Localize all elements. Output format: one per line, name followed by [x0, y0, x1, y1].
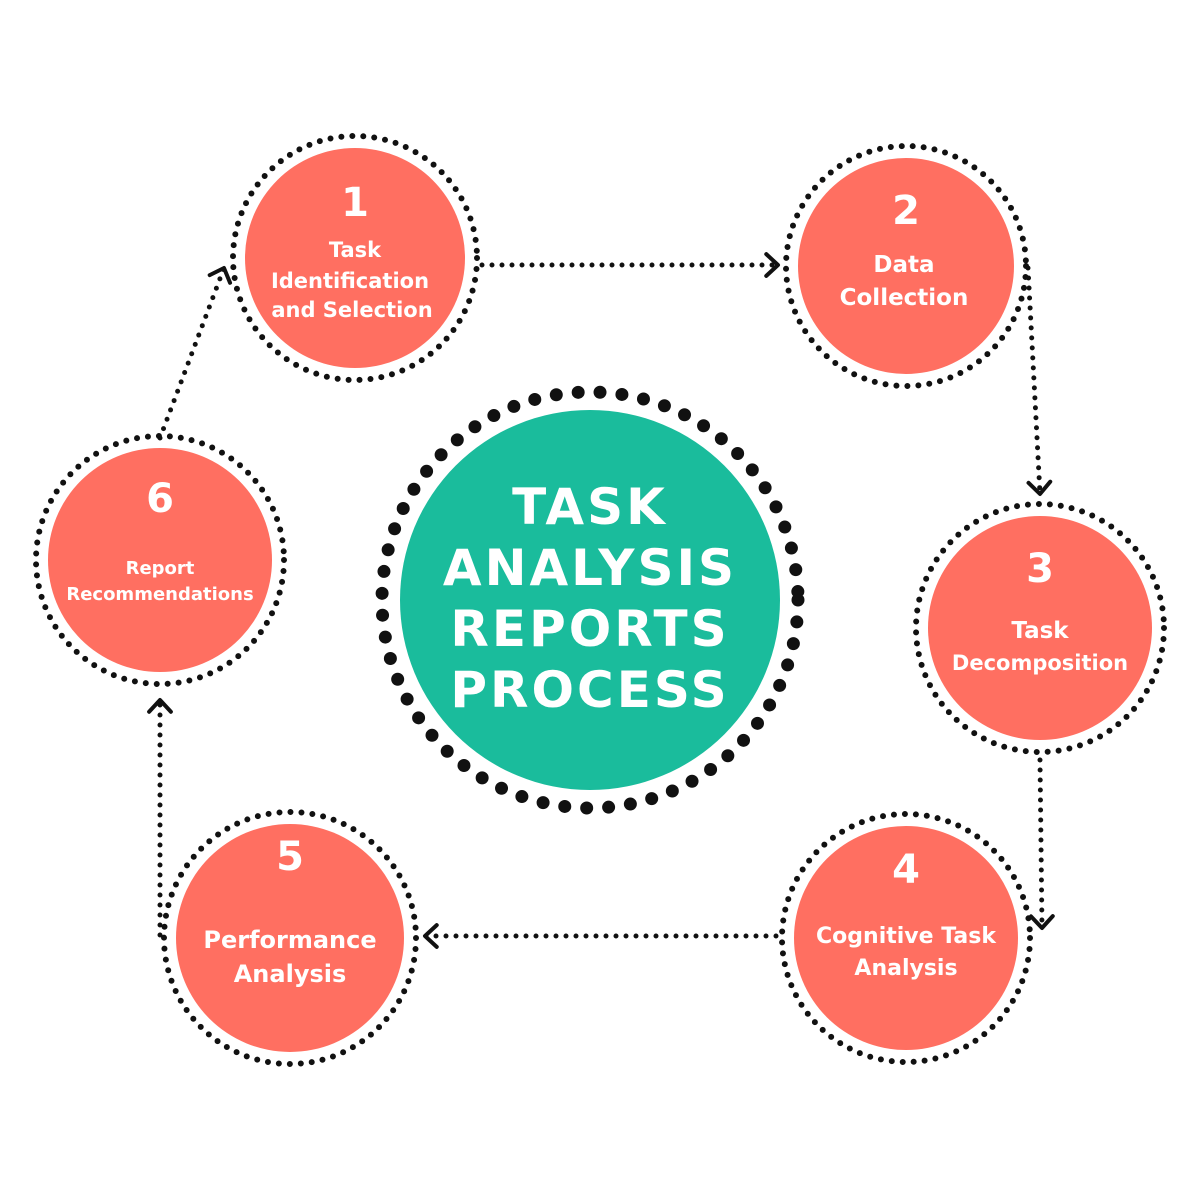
step-1-number: 1 — [341, 180, 369, 226]
step-6-circle — [48, 448, 272, 672]
step-1-label-line-3: and Selection — [271, 298, 432, 322]
step-4-label-line-1: Cognitive Task — [816, 924, 997, 949]
step-6-number: 6 — [146, 476, 174, 522]
center-title-line-3: REPORTS — [450, 600, 729, 658]
step-4-label-line-2: Analysis — [854, 956, 957, 981]
step-4-number: 4 — [892, 847, 920, 893]
step-node-6: 6 Report Recommendations — [33, 433, 287, 687]
connector-5-to-6-arrowhead-icon — [147, 698, 173, 714]
step-3-dotted-ring — [913, 501, 1167, 755]
step-3-label-line-2: Decomposition — [952, 651, 1128, 675]
center-title-line-1: TASK — [512, 478, 668, 536]
step-2-label-line-2: Collection — [840, 285, 969, 311]
step-node-1: 1 Task Identification and Selection — [230, 133, 480, 383]
step-6-label-line-2: Recommendations — [66, 584, 253, 605]
connector-3-to-4 — [1037, 757, 1045, 931]
step-3-label-line-1: Task — [1011, 618, 1069, 644]
step-3-circle — [928, 516, 1152, 740]
step-5-circle — [176, 824, 404, 1052]
step-1-label-line-2: Identification — [271, 269, 429, 293]
step-5-label-line-1: Performance — [203, 926, 376, 954]
connector-6-to-1 — [157, 265, 227, 441]
step-node-4: 4 Cognitive Task Analysis — [779, 811, 1033, 1065]
connector-3-to-4-arrowhead-icon — [1028, 914, 1055, 930]
center-dotted-ring — [375, 385, 805, 815]
step-4-dotted-ring — [779, 811, 1033, 1065]
step-6-label-line-1: Report — [126, 558, 195, 579]
step-2-dotted-ring — [783, 143, 1029, 389]
step-node-2: 2 Data Collection — [783, 143, 1029, 389]
center-title-line-4: PROCESS — [450, 661, 729, 719]
step-5-dotted-ring — [161, 809, 419, 1067]
step-6-dotted-ring — [33, 433, 287, 687]
step-node-3: 3 Task Decomposition — [913, 501, 1167, 755]
step-2-label-line-1: Data — [873, 252, 934, 278]
center-node: TASK ANALYSIS REPORTS PROCESS — [375, 385, 805, 815]
step-1-dotted-ring — [230, 133, 480, 383]
step-1-circle — [245, 148, 465, 368]
step-2-circle — [798, 158, 1014, 374]
connector-1-to-2-arrowhead-icon — [764, 252, 780, 278]
step-1-label-line-1: Task — [329, 238, 382, 262]
step-4-circle — [794, 826, 1018, 1050]
connector-4-to-5-arrowhead-icon — [423, 923, 439, 949]
connector-2-to-3-arrowhead-icon — [1026, 479, 1053, 496]
connector-2-to-3 — [1025, 265, 1043, 497]
center-title-line-2: ANALYSIS — [443, 539, 737, 597]
step-node-5: 5 Performance Analysis — [161, 809, 419, 1067]
step-5-label-line-2: Analysis — [234, 960, 347, 988]
step-5-number: 5 — [276, 834, 304, 880]
connector-6-to-1-arrowhead-icon — [207, 266, 233, 285]
step-3-number: 3 — [1026, 546, 1054, 592]
flow-connectors — [147, 252, 1055, 949]
center-circle — [400, 410, 780, 790]
step-2-number: 2 — [892, 188, 920, 234]
